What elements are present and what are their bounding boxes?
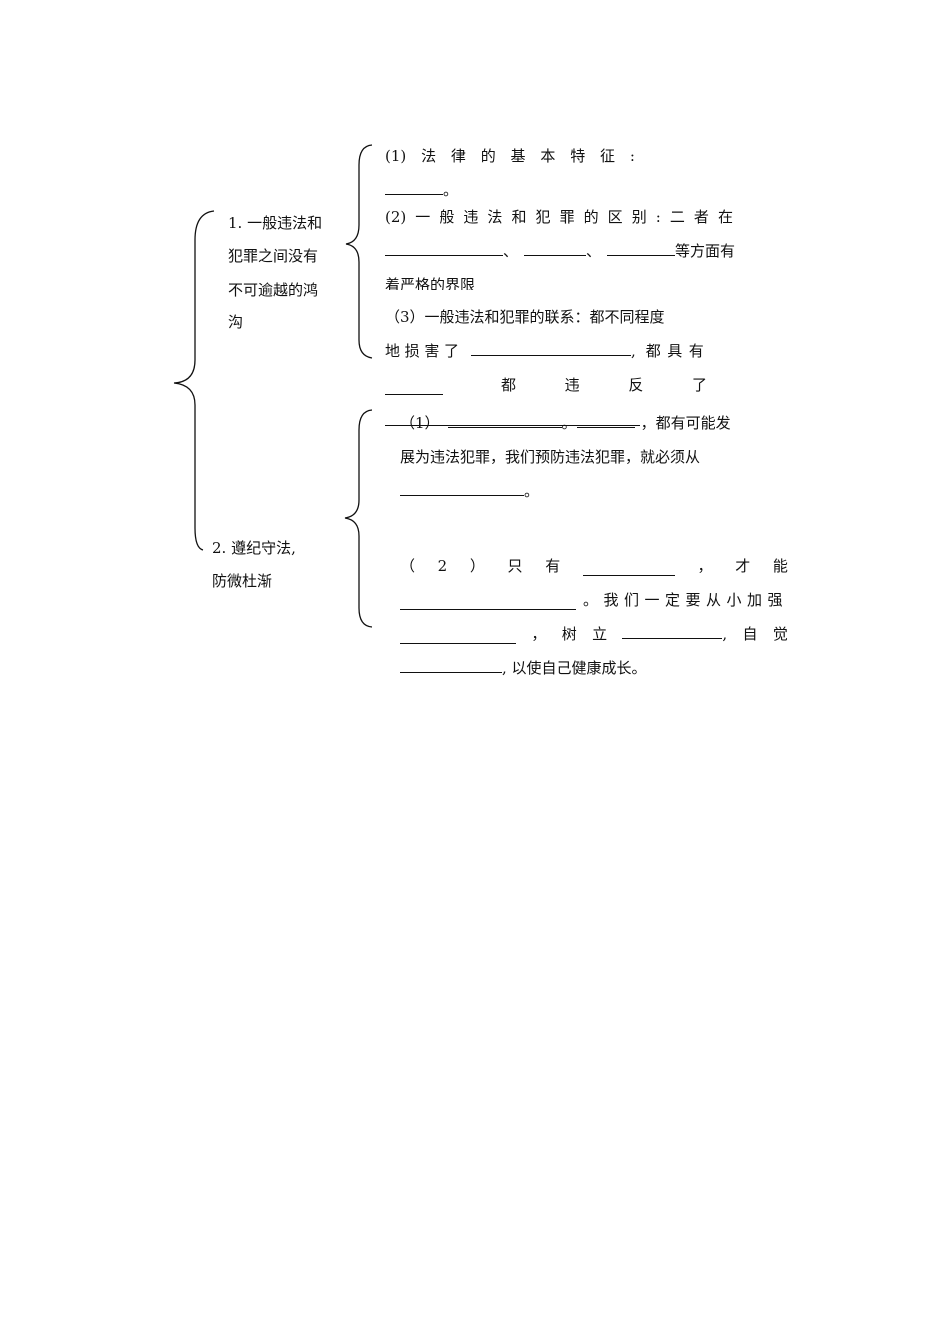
- s2-item1-line3: 。: [400, 481, 539, 501]
- blank[interactable]: [400, 595, 576, 610]
- s2-item1-line2: 展为违法犯罪，我们预防违法犯罪，就必须从: [400, 448, 701, 466]
- blank[interactable]: [385, 380, 443, 395]
- blank[interactable]: [385, 241, 503, 256]
- item2-line3-clipped: 着严格的界限: [385, 276, 476, 290]
- s2-item2-line4: , 以使自己健康成长。: [400, 658, 647, 678]
- item2-line2: 、、等方面有: [385, 241, 735, 261]
- blank[interactable]: [400, 481, 524, 496]
- blank[interactable]: [524, 241, 587, 256]
- item1-line2: 。: [385, 180, 458, 200]
- blank[interactable]: [400, 629, 516, 644]
- item3-line2: 地 损 害 了 , 都 具 有: [385, 341, 704, 360]
- item3-line1: （3）一般违法和犯罪的联系：都不同程度: [385, 308, 665, 326]
- blank[interactable]: [400, 658, 502, 673]
- section1-title-line4: 沟: [228, 313, 244, 331]
- s2-item2-line2: 。我们一定要从小加强: [400, 590, 788, 610]
- blank[interactable]: [576, 413, 635, 428]
- section2-title-line1: 2. 遵纪守法,: [212, 539, 296, 557]
- section2-title-line2: 防微杜渐: [212, 572, 273, 590]
- item3-line3: 都 违 反 了: [385, 375, 707, 395]
- brace-section2: [344, 409, 373, 628]
- s2-item1-line1: （1）。，都有可能发: [400, 413, 731, 432]
- blank[interactable]: [607, 241, 676, 256]
- section1-title-line3: 不可逾越的鸿: [228, 281, 319, 299]
- s2-item2-line1: （ 2 ） 只 有 ， 才 能: [400, 557, 788, 576]
- item2-line1: (2) 一 般 违 法 和 犯 罪 的 区 别 : 二 者 在: [385, 208, 733, 226]
- blank[interactable]: [385, 180, 443, 195]
- section1-title-line1: 1. 一般违法和: [228, 214, 323, 232]
- item1-line1: (1) 法 律 的 基 本 特 征 :: [385, 147, 635, 165]
- s2-item2-line3: ， 树 立 , 自 觉: [400, 624, 788, 644]
- blank[interactable]: [582, 561, 675, 576]
- blank[interactable]: [447, 413, 562, 428]
- section1-title-line2: 犯罪之间没有: [228, 247, 319, 265]
- blank[interactable]: [622, 624, 723, 639]
- outer-brace: [173, 210, 215, 551]
- brace-section1: [345, 144, 373, 359]
- strike-line: [385, 425, 640, 426]
- blank[interactable]: [471, 341, 631, 356]
